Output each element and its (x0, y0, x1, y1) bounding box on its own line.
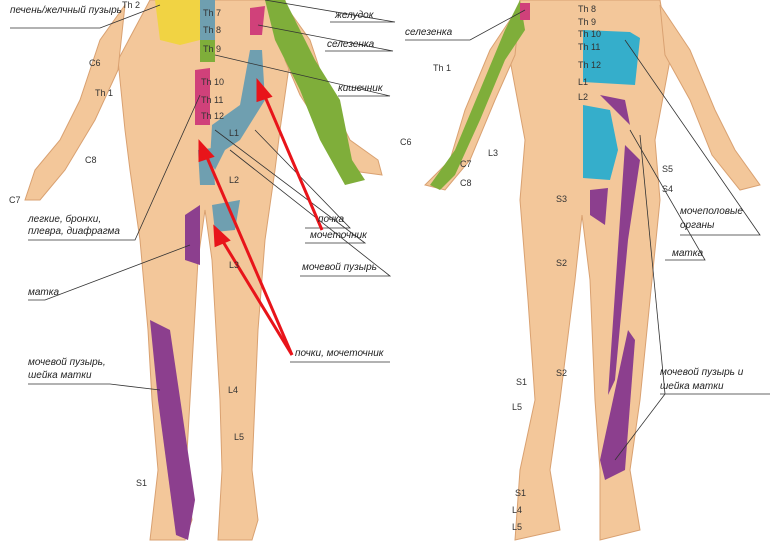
label-bladder: мочевой пузырь (302, 262, 377, 273)
back-zones (430, 0, 640, 480)
leader-lines (10, 0, 770, 461)
label-bladder-cervix-1: мочевой пузырь, (28, 357, 106, 368)
label-lungs-1: легкие, бронхи, (28, 214, 102, 225)
seg-c6: C6 (89, 58, 101, 68)
label-stomach: желудок (335, 10, 374, 21)
seg-back-l5a: L5 (512, 402, 523, 412)
label-intestine: кишечник (338, 83, 383, 94)
seg-back-th8: Th 8 (578, 4, 597, 14)
seg-back-s2b: S2 (556, 368, 568, 378)
seg-back-s2a: S2 (556, 258, 568, 268)
seg-back-th1: Th 1 (433, 63, 452, 73)
seg-th2: Th 2 (122, 0, 141, 10)
label-back-bladder-cervix-1: мочевой пузырь и (660, 367, 744, 378)
seg-back-c7: C7 (460, 159, 472, 169)
label-genitourinary-1: мочеполовые (680, 206, 743, 217)
label-ureter: мочеточник (310, 230, 367, 241)
seg-back-s1b: S1 (515, 488, 527, 498)
seg-back-th12: Th 12 (578, 60, 602, 70)
seg-back-c8: C8 (460, 178, 472, 188)
label-spleen: селезенка (327, 39, 375, 50)
label-bladder-cervix-2: шейка матки (28, 370, 92, 381)
seg-th11: Th 11 (201, 95, 224, 105)
red-arrows (198, 77, 324, 356)
seg-back-th10: Th 10 (578, 29, 602, 39)
seg-back-s5: S5 (662, 164, 674, 174)
seg-back-s4: S4 (662, 184, 674, 194)
seg-l4: L4 (228, 385, 239, 395)
label-liver: печень/желчный пузырь (10, 5, 122, 16)
seg-th12: Th 12 (201, 111, 225, 121)
seg-back-th11: Th 11 (578, 42, 601, 52)
seg-back-l4: L4 (512, 505, 523, 515)
seg-th8: Th 8 (203, 25, 222, 35)
seg-s1: S1 (136, 478, 148, 488)
seg-back-l2: L2 (578, 92, 589, 102)
seg-back-c6: C6 (400, 137, 412, 147)
seg-l3: L3 (229, 260, 240, 270)
label-lungs-2: плевра, диафрагма (28, 226, 120, 237)
label-kidney: почка (318, 214, 345, 225)
seg-th7: Th 7 (203, 8, 222, 18)
seg-th10: Th 10 (201, 77, 225, 87)
seg-th9: Th 9 (203, 44, 222, 54)
seg-l5: L5 (234, 432, 245, 442)
label-back-uterus: матка (672, 248, 704, 259)
seg-back-th9: Th 9 (578, 17, 597, 27)
seg-back-s1a: S1 (516, 377, 528, 387)
label-uterus: матка (28, 287, 60, 298)
label-back-spleen: селезенка (405, 27, 453, 38)
seg-th1: Th 1 (95, 88, 114, 98)
seg-back-s3: S3 (556, 194, 568, 204)
seg-l1: L1 (229, 128, 240, 138)
seg-c7: C7 (9, 195, 21, 205)
label-back-bladder-cervix-2: шейка матки (660, 381, 724, 392)
seg-l2: L2 (229, 175, 240, 185)
seg-back-l3: L3 (488, 148, 499, 158)
seg-c8: C8 (85, 155, 97, 165)
front-zones (150, 0, 365, 540)
label-genitourinary-2: органы (680, 220, 715, 231)
seg-back-l1: L1 (578, 77, 589, 87)
seg-back-l5b: L5 (512, 522, 523, 532)
label-kidneys-ureters: почки, мочеточник (295, 348, 384, 359)
